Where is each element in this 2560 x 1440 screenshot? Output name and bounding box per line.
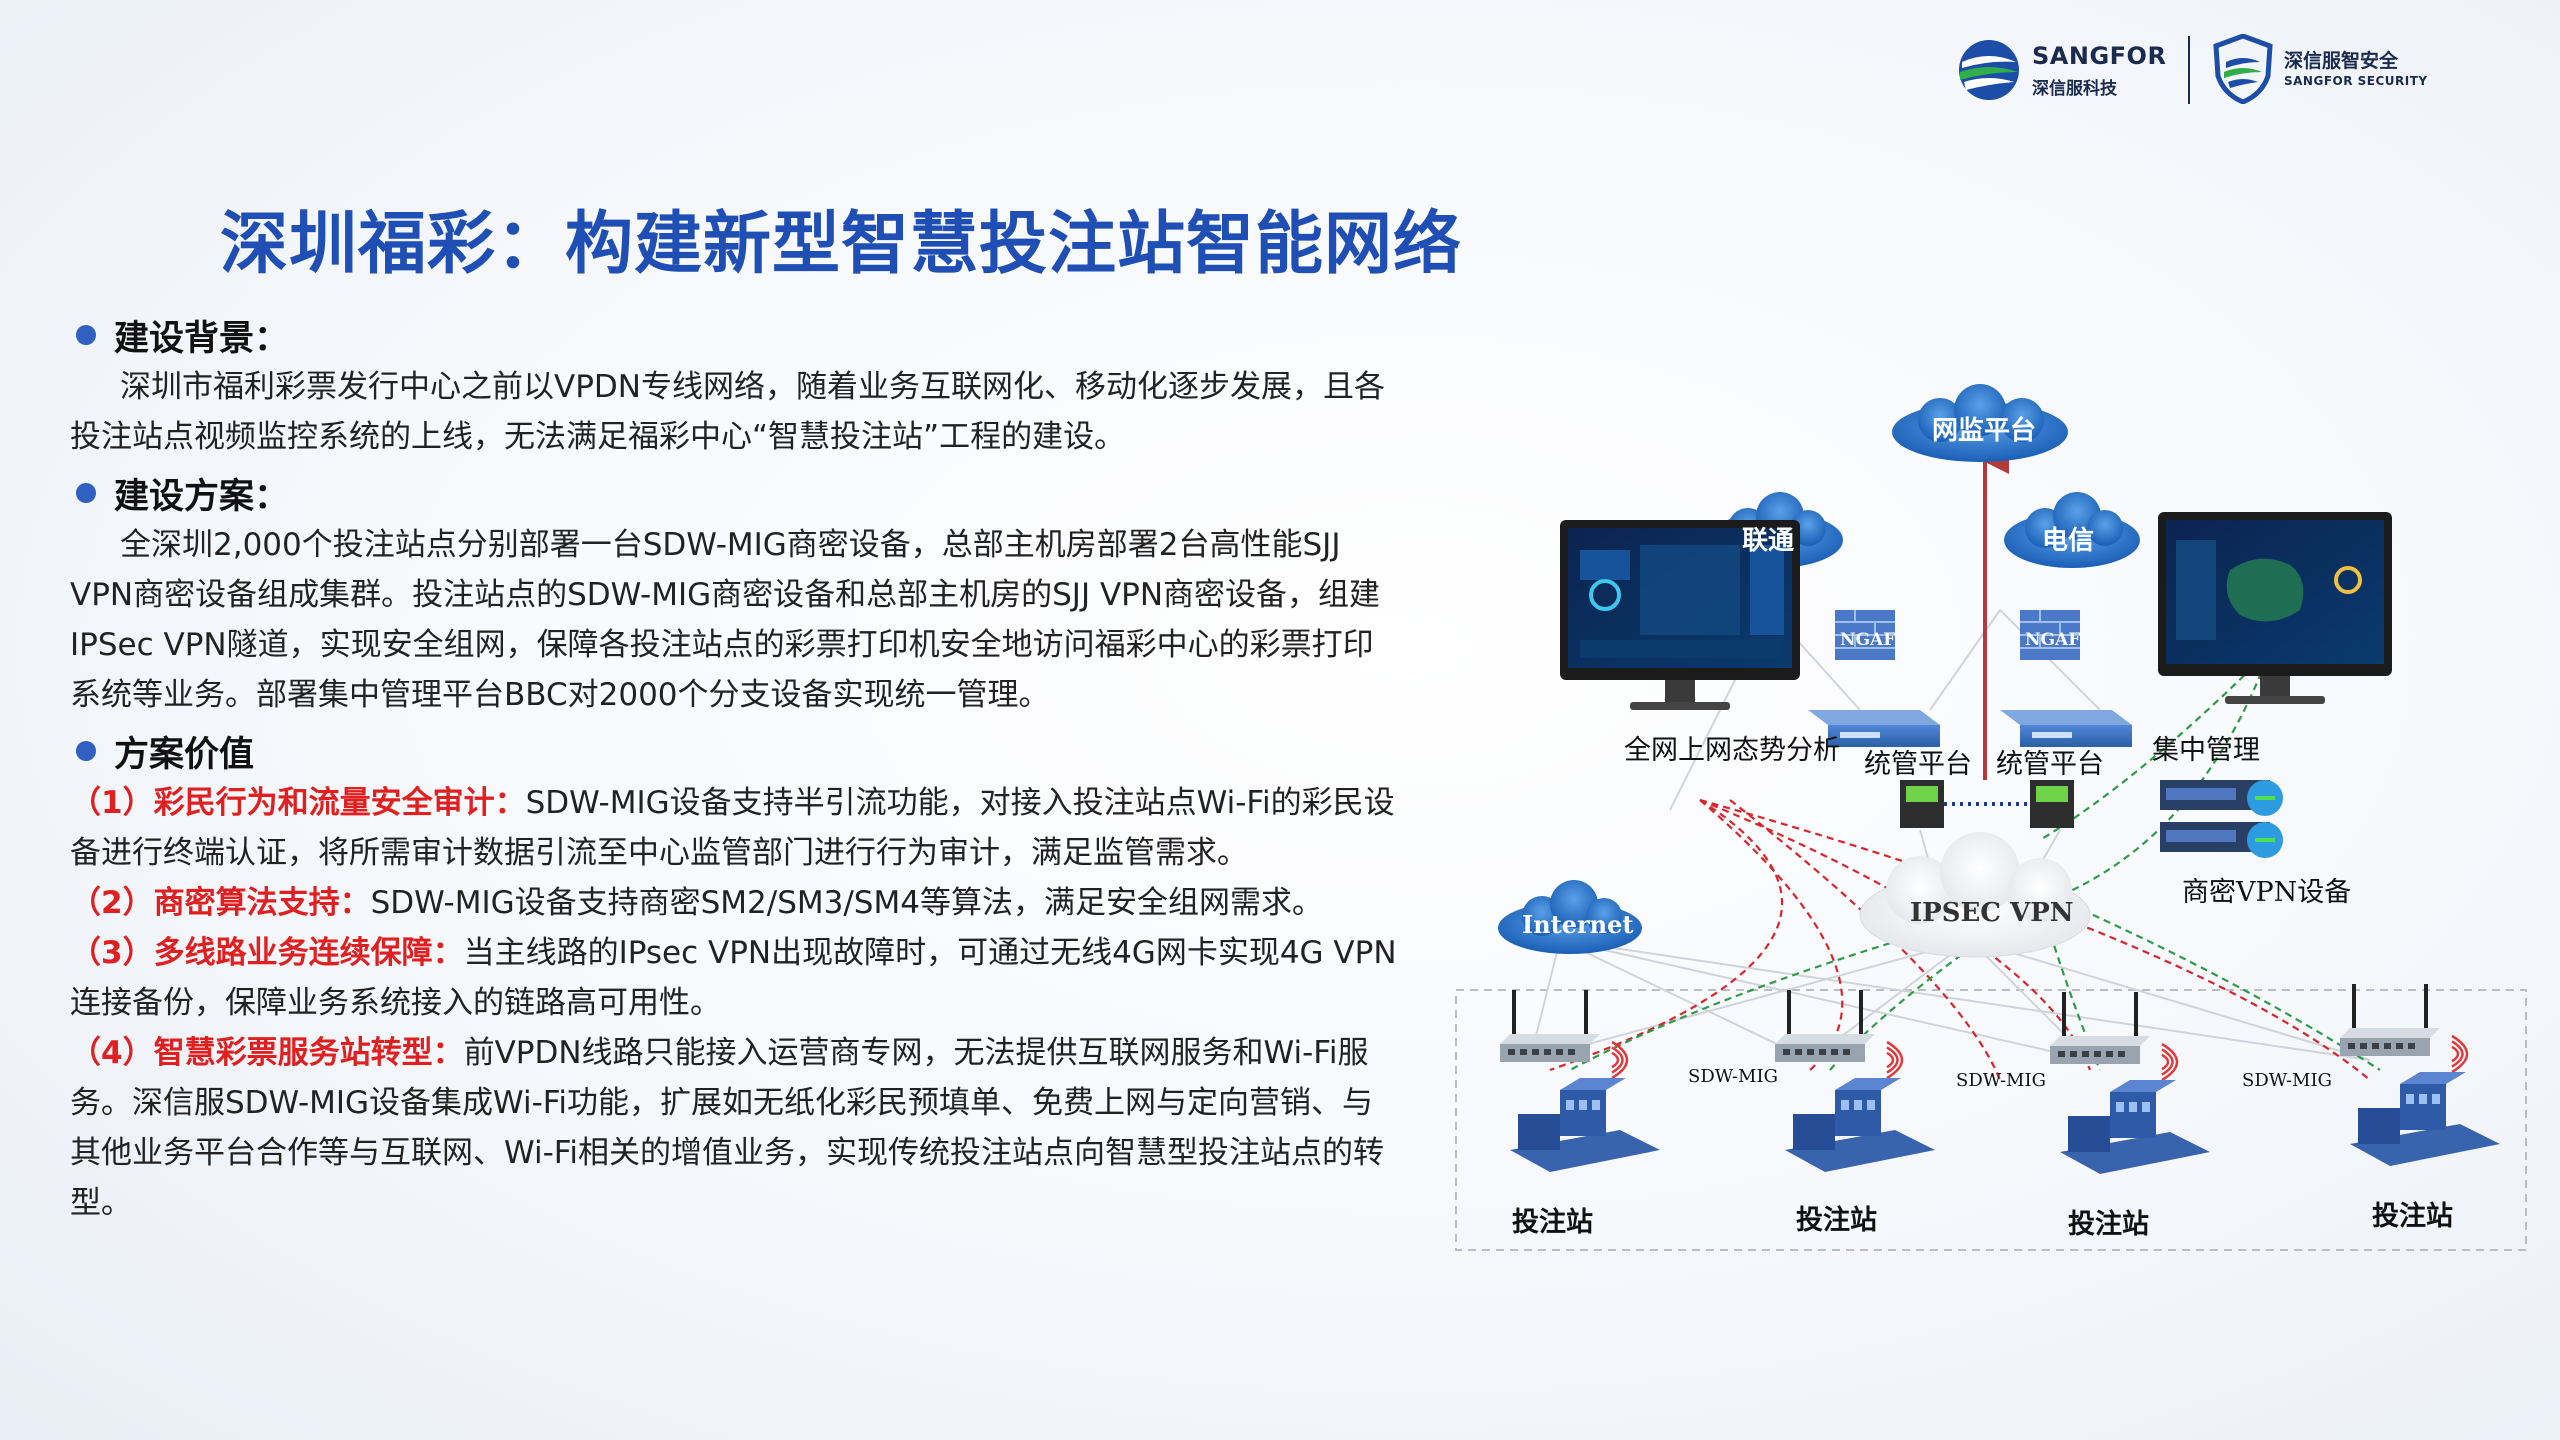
cloud-monitoring-platform (1892, 384, 2068, 462)
monitor-central-management (2158, 512, 2392, 704)
sangfor-brand: SANGFOR (2032, 42, 2167, 70)
label-vpn-device: 商密VPN设备 (2182, 877, 2352, 908)
label-platform-2: 统管平台 (1996, 749, 2104, 780)
label-station-3: 投注站 (2068, 1209, 2149, 1240)
vpn-device-stack (2160, 780, 2283, 858)
cloud-telecom-label: 电信 (2042, 526, 2095, 556)
section-plan-text: 全深圳2,000个投注站点分别部署一台SDW-MIG商密设备，总部主机房部署2台… (70, 527, 1381, 713)
cloud-internet-label: Internet (1522, 910, 1634, 939)
label-station-4: 投注站 (2372, 1201, 2453, 1232)
monitor-situation-analysis (1560, 520, 1800, 710)
cloud-telecom (2004, 492, 2140, 568)
value-item-4: （4）智慧彩票服务站转型：前VPDN线路只能接入运营商专网，无法提供互联网服务和… (70, 1035, 1384, 1221)
firewall-label-2: NGAF (2025, 630, 2081, 650)
bullet-icon (76, 483, 96, 503)
label-sdw-2: SDW-MIG (1956, 1070, 2046, 1091)
sangfor-globe-icon (1959, 40, 2019, 100)
network-diagram: 网监平台 联通 电信 Internet IPSEC VPN NGAF NGAF … (1440, 380, 2540, 1260)
value-item-2: （2）商密算法支持：SDW-MIG设备支持商密SM2/SM3/SM4等算法，满足… (70, 885, 1323, 921)
platform-appliance-2 (2000, 710, 2132, 747)
label-situation: 全网上网态势分析 (1624, 735, 1840, 766)
page-title: 深圳福彩：构建新型智慧投注站智能网络 (220, 205, 1463, 284)
station-cluster (1500, 990, 1660, 1172)
firewall-ngaf-1 (1835, 610, 1895, 660)
cloud-top-label: 网监平台 (1932, 416, 2037, 446)
branch-stations (1500, 984, 2500, 1174)
bullet-icon (76, 741, 96, 761)
label-sdw-3: SDW-MIG (2242, 1070, 2332, 1091)
branch-area-border (1455, 989, 2527, 1251)
sangfor-sub: 深信服科技 (2032, 79, 2117, 99)
firewall-label-1: NGAF (1840, 630, 1896, 650)
diagram-canvas (1455, 384, 2527, 1251)
label-station-1: 投注站 (1512, 1207, 1593, 1238)
label-platform-1: 统管平台 (1864, 749, 1972, 780)
station-cluster (1775, 990, 1935, 1172)
section-value-heading: 方案价值 (70, 724, 1400, 778)
value-item-1: （1）彩民行为和流量安全审计：SDW-MIG设备支持半引流功能，对接入投注站点W… (70, 785, 1395, 871)
content-area: 建设背景： 深圳市福利彩票发行中心之前以VPDN专线网络，随着业务互联网化、移动… (70, 308, 1400, 1228)
cloud-ipsec-label: IPSEC VPN (1910, 898, 2074, 928)
section-background-text: 深圳市福利彩票发行中心之前以VPDN专线网络，随着业务互联网化、移动化逐步发展，… (70, 369, 1385, 455)
logo-divider (2188, 36, 2190, 104)
switch-1 (1900, 780, 1944, 828)
label-station-2: 投注站 (1796, 1205, 1877, 1236)
switch-2 (2030, 780, 2074, 828)
label-sdw-1: SDW-MIG (1688, 1066, 1778, 1087)
section-background-heading: 建设背景： (70, 308, 1400, 362)
platform-appliance-1 (1808, 710, 1940, 747)
sangfor-logo: SANGFOR 深信服科技 (1950, 30, 2166, 110)
shield-icon (2213, 34, 2273, 104)
security-sub: SANGFOR SECURITY (2284, 74, 2428, 88)
station-cluster (2050, 992, 2210, 1174)
station-cluster (2340, 984, 2500, 1166)
security-brand: 深信服智安全 (2284, 50, 2399, 72)
label-central: 集中管理 (2152, 735, 2260, 766)
firewall-ngaf-2 (2020, 610, 2080, 660)
value-item-3: （3）多线路业务连续保障：当主线路的IPsec VPN出现故障时，可通过无线4G… (70, 935, 1397, 1021)
cloud-internet (1498, 880, 1642, 954)
cloud-unicom-label: 联通 (1742, 526, 1795, 556)
bullet-icon (76, 325, 96, 345)
header-logos: SANGFOR 深信服科技 深信服智安全 SANGFOR SECURITY (1950, 30, 2430, 110)
section-plan-heading: 建设方案： (70, 466, 1400, 520)
gray-links (1529, 609, 2371, 1061)
cloud-ipsec-vpn (1859, 832, 2091, 958)
sangfor-security-logo: 深信服智安全 SANGFOR SECURITY (2212, 30, 2432, 110)
